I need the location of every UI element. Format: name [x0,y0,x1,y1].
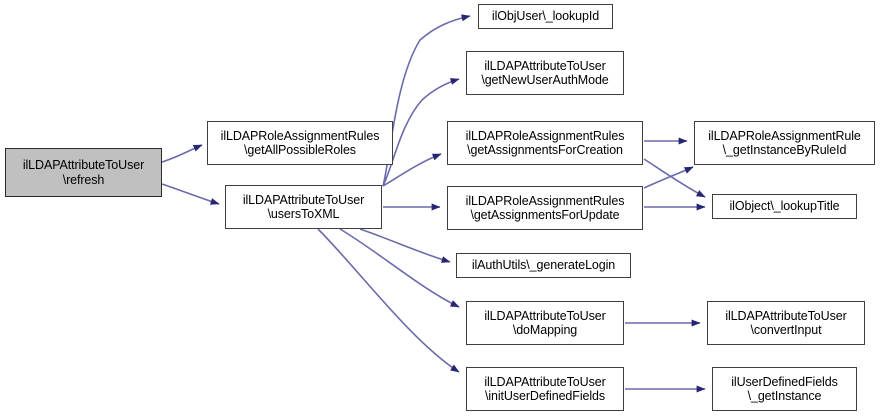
node-label: ilLDAPAttributeToUser \doMapping [484,308,606,338]
edge-usersToXML-to-initUserDefinedFields [317,228,460,373]
node-label: ilLDAPRoleAssignmentRules \getAssignment… [465,193,625,223]
edge-refresh-to-getAllPossibleRoles [161,144,203,163]
node-getInstanceByRuleId[interactable]: ilLDAPRoleAssignmentRule \_getInstanceBy… [694,121,875,165]
node-getAssignmentsForUpdate[interactable]: ilLDAPRoleAssignmentRules \getAssignment… [447,186,643,230]
node-convertInput[interactable]: ilLDAPAttributeToUser \convertInput [707,301,865,345]
node-generateLogin[interactable]: ilAuthUtils\_generateLogin [456,253,631,278]
node-getAllPossibleRoles[interactable]: ilLDAPRoleAssignmentRules \getAllPossibl… [207,121,393,165]
node-doMapping[interactable]: ilLDAPAttributeToUser \doMapping [466,301,624,345]
node-label: ilAuthUtils\_generateLogin [471,258,616,273]
edge-usersToXML-to-doMapping [339,228,460,308]
node-label: ilLDAPAttributeToUser \initUserDefinedFi… [484,374,606,404]
node-label: ilLDAPAttributeToUser \usersToXML [242,192,365,222]
node-getAssignmentsForCreation[interactable]: ilLDAPRoleAssignmentRules \getAssignment… [447,121,643,165]
node-getInstance[interactable]: ilUserDefinedFields \_getInstance [712,367,857,411]
node-lookupId[interactable]: ilObjUser\_lookupId [478,4,613,29]
node-label: ilLDAPRoleAssignmentRule \_getInstanceBy… [708,128,861,158]
node-label: ilUserDefinedFields \_getInstance [731,374,838,404]
node-label: ilLDAPAttributeToUser \refresh [22,158,145,187]
node-refresh[interactable]: ilLDAPAttributeToUser \refresh [5,148,162,197]
node-label: ilObject\_lookupTitle [729,199,840,214]
edge-usersToXML-to-generateLogin [359,228,451,263]
edge-refresh-to-usersToXML [161,183,220,205]
edge-getAssignmentsForUpdate-to-getInstanceByRuleId [643,166,694,189]
node-usersToXML[interactable]: ilLDAPAttributeToUser \usersToXML [225,185,382,229]
node-label: ilLDAPAttributeToUser \getNewUserAuthMod… [481,58,609,88]
node-getNewUserAuthMode[interactable]: ilLDAPAttributeToUser \getNewUserAuthMod… [466,51,624,95]
node-label: ilLDAPRoleAssignmentRules \getAllPossibl… [220,128,380,158]
node-label: ilObjUser\_lookupId [491,9,600,24]
node-label: ilLDAPRoleAssignmentRules \getAssignment… [465,128,625,158]
node-initUserDefinedFields[interactable]: ilLDAPAttributeToUser \initUserDefinedFi… [466,367,624,411]
node-label: ilLDAPAttributeToUser \convertInput [725,308,847,338]
node-lookupTitle[interactable]: ilObject\_lookupTitle [712,194,857,219]
